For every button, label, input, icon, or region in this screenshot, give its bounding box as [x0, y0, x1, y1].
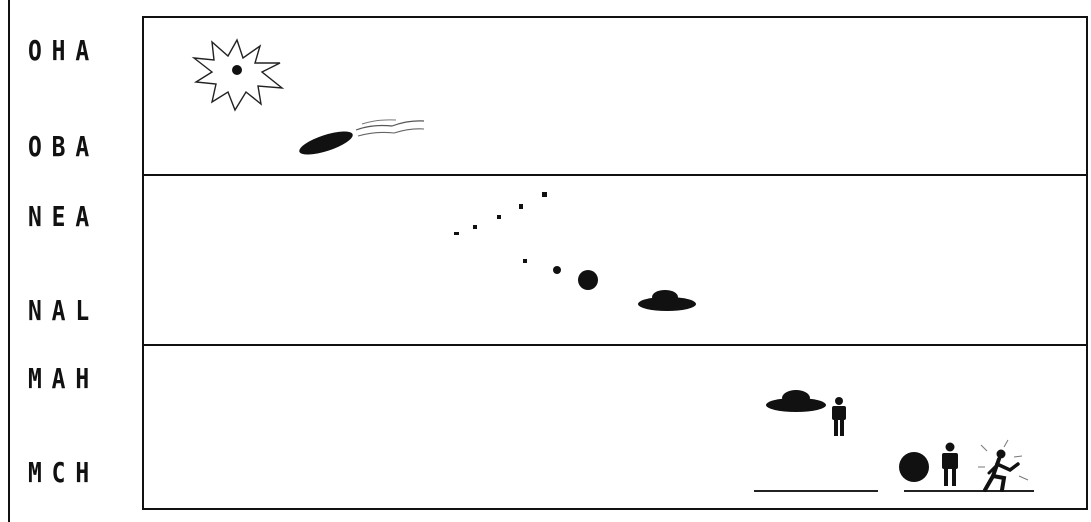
streaking-disc-icon — [297, 120, 424, 159]
trail-dots-icon — [454, 192, 561, 274]
saucer-icon — [638, 290, 696, 311]
starburst-flash-icon — [194, 40, 282, 110]
sphere-icon — [899, 452, 929, 482]
humanoid-icon — [942, 443, 958, 487]
saucer-icon — [766, 390, 826, 412]
sphere-icon — [578, 270, 598, 290]
humanoid-icon — [832, 397, 846, 436]
running-figure-icon — [978, 440, 1028, 490]
